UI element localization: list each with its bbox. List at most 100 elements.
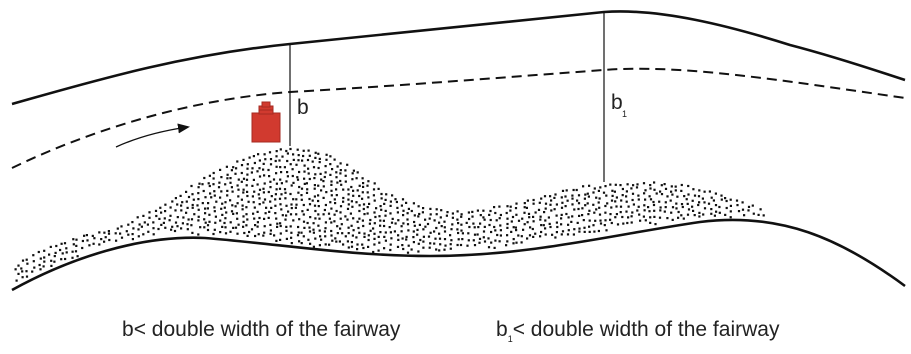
sediment-dot [445,214,448,217]
sediment-dot [549,225,552,229]
sediment-dot [146,223,149,226]
sediment-dot [724,213,727,216]
sediment-dot [543,211,546,214]
sediment-dot [350,185,353,189]
sediment-dot [509,205,512,208]
sediment-dot [201,202,204,205]
sediment-dot [258,216,261,220]
sediment-dot [506,205,509,208]
sediment-dot [331,239,334,242]
sediment-dot [366,191,369,194]
sediment-dot [240,171,243,175]
sediment-dot [208,213,211,216]
sediment-dot [152,227,155,230]
sediment-dot [718,205,721,209]
sediment-dot [597,229,600,233]
sediment-dot [539,235,542,238]
sediment-dot [610,206,613,209]
sediment-dot [346,163,349,166]
sediment-dot [538,201,541,204]
sediment-dot [407,244,410,247]
sediment-dot [614,183,617,186]
sediment-dot [308,197,311,201]
sediment-dot [592,191,595,194]
sediment-dot [362,224,365,228]
sediment-dot [372,227,375,230]
sediment-dot [483,240,487,243]
sediment-dot [263,217,266,220]
sediment-dot [512,242,515,245]
sediment-dot [457,238,460,241]
sediment-dot [297,191,300,194]
sediment-dot [489,209,492,213]
sediment-dot [378,241,381,244]
sediment-dot [215,200,218,203]
sediment-dot [433,230,436,233]
sediment-dot [686,213,690,216]
sediment-dot [72,243,75,246]
sediment-dot [286,159,289,163]
sediment-dot [264,212,267,215]
sediment-dot [312,228,315,231]
sediment-dot [155,214,158,218]
sediment-dot [330,180,333,183]
sediment-dot [148,211,151,214]
sediment-dot [237,195,240,198]
sediment-dot [402,209,405,212]
sediment-dot [544,219,547,222]
sediment-dot [586,202,589,205]
sediment-dot [219,196,222,199]
sediment-dot [553,208,556,211]
sediment-dot [296,234,300,237]
sediment-dot [318,229,321,232]
sediment-dot [549,195,552,198]
sediment-dot [302,154,305,158]
sediment-dot [176,216,179,219]
sediment-dot [232,226,235,229]
sediment-dot [269,180,272,183]
sediment-dot [324,221,327,224]
sediment-dot [422,207,425,210]
sediment-dot [232,166,235,169]
sediment-dot [245,178,249,181]
sediment-dot [703,190,706,193]
sediment-dot [350,200,353,203]
sediment-dot [560,213,563,216]
sediment-dot [373,237,376,240]
sediment-dot [322,180,325,183]
sediment-dot [506,234,509,237]
sediment-dot [221,213,224,216]
sediment-dot [21,270,24,273]
sediment-dot [648,195,651,198]
sediment-dot [499,213,502,217]
sediment-dot [33,266,36,269]
sediment-dot [693,214,696,217]
sediment-dot [187,218,190,221]
sediment-dot [240,180,243,183]
sediment-dot [621,187,624,191]
sediment-dot [406,251,410,254]
sediment-dot [185,190,188,193]
sediment-dot [127,223,130,226]
sediment-dot [286,175,289,178]
sediment-dot [242,158,245,161]
sediment-dot [526,237,529,240]
sediment-dot [604,219,607,222]
sediment-dot [388,226,391,229]
sediment-dot [735,199,739,202]
sediment-dot [158,217,161,220]
sediment-dot [435,208,438,211]
sediment-dot [344,169,347,172]
sediment-dot [652,203,656,207]
sediment-dot [262,201,265,204]
sediment-dot [322,213,325,216]
sediment-dot [675,207,678,210]
sediment-dot [314,217,317,220]
sediment-dot [642,182,646,185]
sediment-dot [335,188,338,191]
sediment-dot [278,159,281,162]
sediment-dot [325,191,328,194]
sediment-dot [664,201,667,204]
sediment-dot [49,245,52,248]
sediment-dot [438,249,441,252]
